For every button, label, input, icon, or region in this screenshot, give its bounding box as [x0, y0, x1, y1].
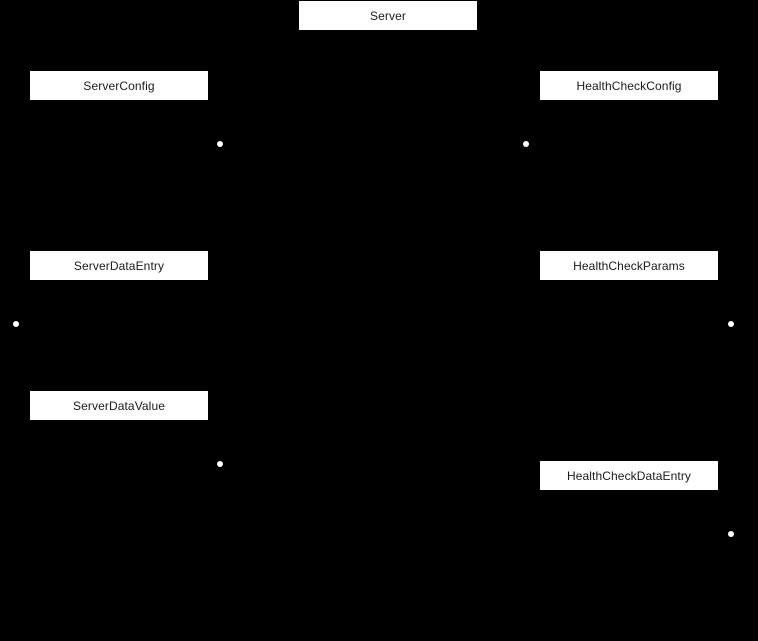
class-node-label: ServerConfig [83, 78, 155, 93]
association-marker-icon [728, 531, 734, 537]
class-node-server[interactable]: Server [298, 0, 478, 31]
class-node-label: HealthCheckDataEntry [566, 468, 692, 483]
class-node-label: ServerDataEntry [73, 258, 165, 273]
association-marker-icon [217, 461, 223, 467]
class-node-serverconfig[interactable]: ServerConfig [29, 70, 209, 101]
class-node-serverdataentry[interactable]: ServerDataEntry [29, 250, 209, 281]
association-marker-icon [728, 321, 734, 327]
class-node-label: HealthCheckConfig [576, 78, 682, 93]
class-node-label: Server [370, 8, 406, 23]
class-node-healthcheckconfig[interactable]: HealthCheckConfig [539, 70, 719, 101]
class-node-healthcheckparams[interactable]: HealthCheckParams [539, 250, 719, 281]
class-node-label: ServerDataValue [73, 398, 165, 413]
class-node-healthcheckdataentry[interactable]: HealthCheckDataEntry [539, 460, 719, 491]
association-marker-icon [13, 321, 19, 327]
association-marker-icon [523, 141, 529, 147]
class-node-label: HealthCheckParams [573, 258, 685, 273]
association-marker-icon [217, 141, 223, 147]
class-node-serverdatavalue[interactable]: ServerDataValue [29, 390, 209, 421]
